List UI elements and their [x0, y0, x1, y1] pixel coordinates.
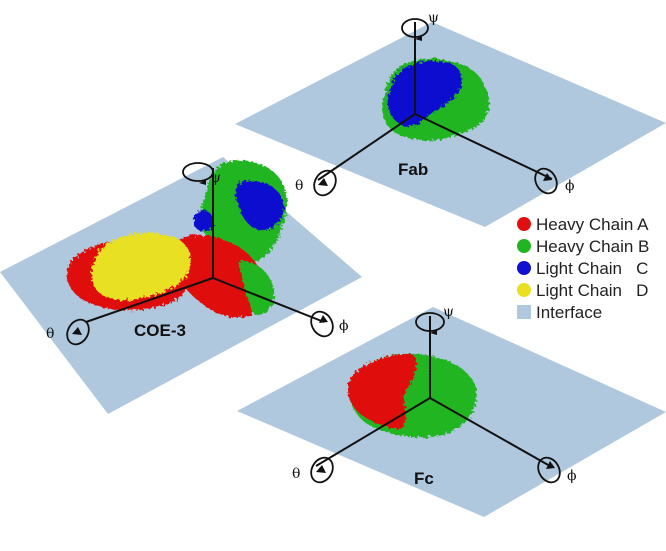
fc-phi-rotation-icon — [537, 456, 561, 484]
fab-phi-rotation-icon — [534, 167, 558, 195]
fab-psi-rotation-icon — [401, 18, 429, 41]
fc-theta-label: θ — [292, 466, 300, 482]
fc-panel: ψ θ ϕ Fc — [237, 304, 666, 517]
coe3-theta-rotation-icon — [66, 318, 90, 346]
fab-theta-rotation-icon — [313, 169, 337, 197]
legend-label: Light Chain C — [536, 259, 648, 278]
coe3-panel-label: COE-3 — [134, 321, 186, 340]
legend-item-light-chain-c: Light Chain C — [517, 259, 648, 278]
coe3-phi-rotation-icon — [310, 310, 334, 338]
heavy-chain-a-marker — [517, 217, 531, 231]
coe3-psi-label: ψ — [210, 170, 221, 186]
fab-panel-label: Fab — [398, 160, 428, 179]
fab-phi-axis — [414, 113, 553, 180]
fab-molecule — [382, 58, 490, 141]
coe3-molecule — [66, 160, 287, 318]
coe3-phi-label: ϕ — [339, 318, 349, 334]
fc-phi-axis — [429, 397, 551, 467]
light-chain-c-marker — [517, 261, 531, 275]
legend-label: Heavy Chain B — [536, 237, 649, 256]
heavy-chain-b-marker — [517, 239, 531, 253]
fc-theta-axis — [315, 397, 431, 467]
legend: Heavy Chain A Heavy Chain B Light Chain … — [517, 215, 649, 322]
legend-item-heavy-chain-a: Heavy Chain A — [517, 215, 649, 234]
fab-panel: ψ θ ϕ Fab — [235, 10, 666, 227]
light-chain-d-marker — [517, 283, 531, 297]
fc-molecule — [348, 353, 477, 438]
fc-panel-label: Fc — [414, 469, 434, 488]
coe3-panel: ψ θ ϕ COE-3 — [0, 157, 362, 414]
coe3-theta-axis — [85, 277, 214, 323]
fab-theta-label: θ — [295, 178, 303, 194]
legend-label: Light Chain D — [536, 281, 648, 300]
fab-theta-axis — [317, 113, 416, 181]
coe3-phi-axis — [212, 277, 325, 323]
coe3-psi-rotation-icon — [182, 162, 214, 185]
fab-phi-label: ϕ — [565, 178, 575, 194]
legend-item-interface: Interface — [517, 303, 602, 322]
legend-label: Interface — [536, 303, 602, 322]
legend-item-heavy-chain-b: Heavy Chain B — [517, 237, 649, 256]
legend-item-light-chain-d: Light Chain D — [517, 281, 648, 300]
fc-theta-rotation-icon — [310, 456, 334, 484]
legend-label: Heavy Chain A — [536, 215, 649, 234]
fc-psi-rotation-icon — [415, 312, 445, 335]
fab-psi-label: ψ — [428, 10, 439, 26]
coe3-theta-label: θ — [46, 326, 54, 342]
fc-psi-label: ψ — [443, 304, 454, 320]
interface-marker — [517, 305, 531, 319]
fc-phi-label: ϕ — [567, 468, 577, 484]
